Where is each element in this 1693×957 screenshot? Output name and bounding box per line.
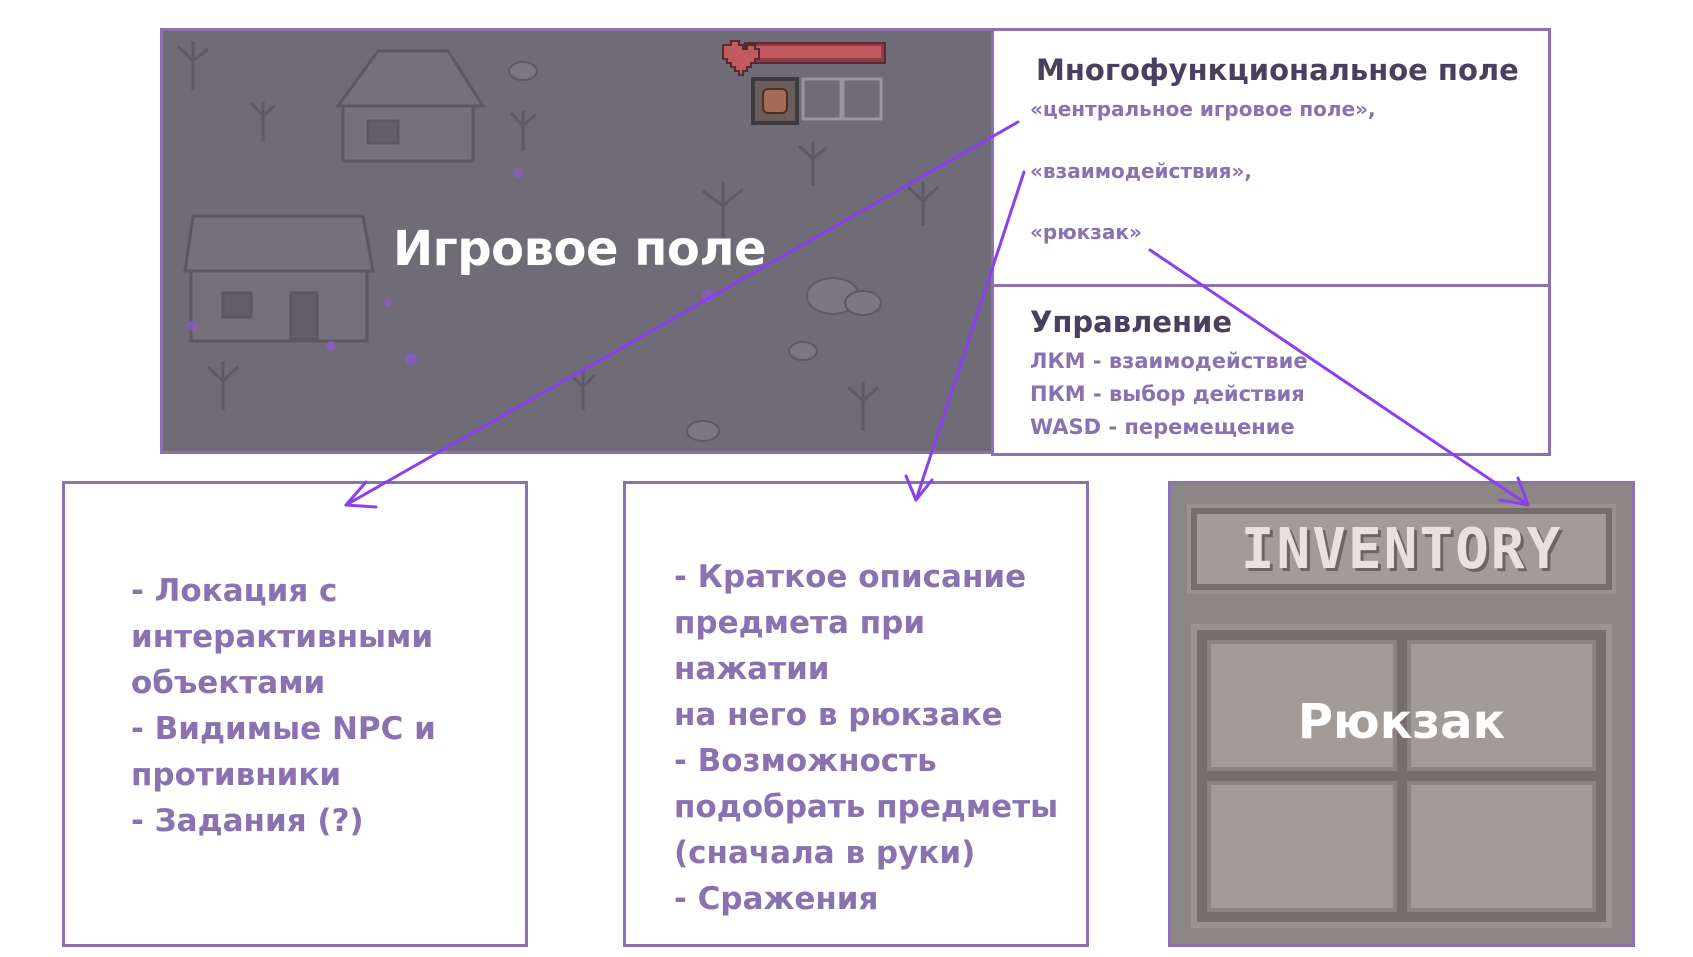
heart-icon bbox=[722, 40, 760, 76]
game-field-title: Игровое поле bbox=[393, 221, 767, 277]
controls-title: Управление bbox=[1030, 305, 1233, 339]
inventory-slot bbox=[1406, 781, 1596, 912]
interactions-description-box: - Краткое описание предмета при нажатии … bbox=[623, 481, 1089, 947]
inventory-slot bbox=[1207, 781, 1397, 912]
control-line-rmb: ПКМ - выбор действия bbox=[1030, 382, 1305, 406]
bag-icon bbox=[762, 88, 788, 114]
inventory-slot bbox=[1207, 640, 1397, 771]
game-field-description-box: - Локация с интерактивными объектами - В… bbox=[62, 481, 528, 947]
multi-item-interactions: «взаимодействия», bbox=[1030, 159, 1253, 183]
inventory-title: INVENTORY bbox=[1240, 516, 1563, 582]
house-illustration bbox=[183, 214, 375, 343]
interactions-description: - Краткое описание предмета при нажатии … bbox=[674, 559, 1059, 917]
item-slot bbox=[801, 77, 843, 121]
multifunctional-title: Многофункциональное поле bbox=[1036, 53, 1519, 87]
control-line-lmb: ЛКМ - взаимодействие bbox=[1030, 349, 1308, 373]
inventory-label: Рюкзак bbox=[1297, 694, 1506, 750]
game-field-panel: Игровое поле bbox=[160, 28, 994, 454]
inventory-title-bar: INVENTORY bbox=[1187, 504, 1616, 594]
control-line-wasd: WASD - перемещение bbox=[1030, 415, 1295, 439]
multifunctional-panel: Многофункциональное поле «центральное иг… bbox=[991, 28, 1551, 287]
multi-item-backpack: «рюкзак» bbox=[1030, 220, 1142, 244]
controls-panel: Управление ЛКМ - взаимодействие ПКМ - вы… bbox=[991, 284, 1551, 456]
health-bar bbox=[744, 42, 886, 64]
inventory-slot bbox=[1406, 640, 1596, 771]
item-slot bbox=[841, 77, 883, 121]
inventory-panel: INVENTORY Рюкзак bbox=[1168, 481, 1635, 947]
inventory-grid bbox=[1191, 624, 1612, 928]
game-field-description: - Локация с интерактивными объектами - В… bbox=[131, 573, 436, 839]
multi-item-game-field: «центральное игровое поле», bbox=[1030, 97, 1376, 121]
